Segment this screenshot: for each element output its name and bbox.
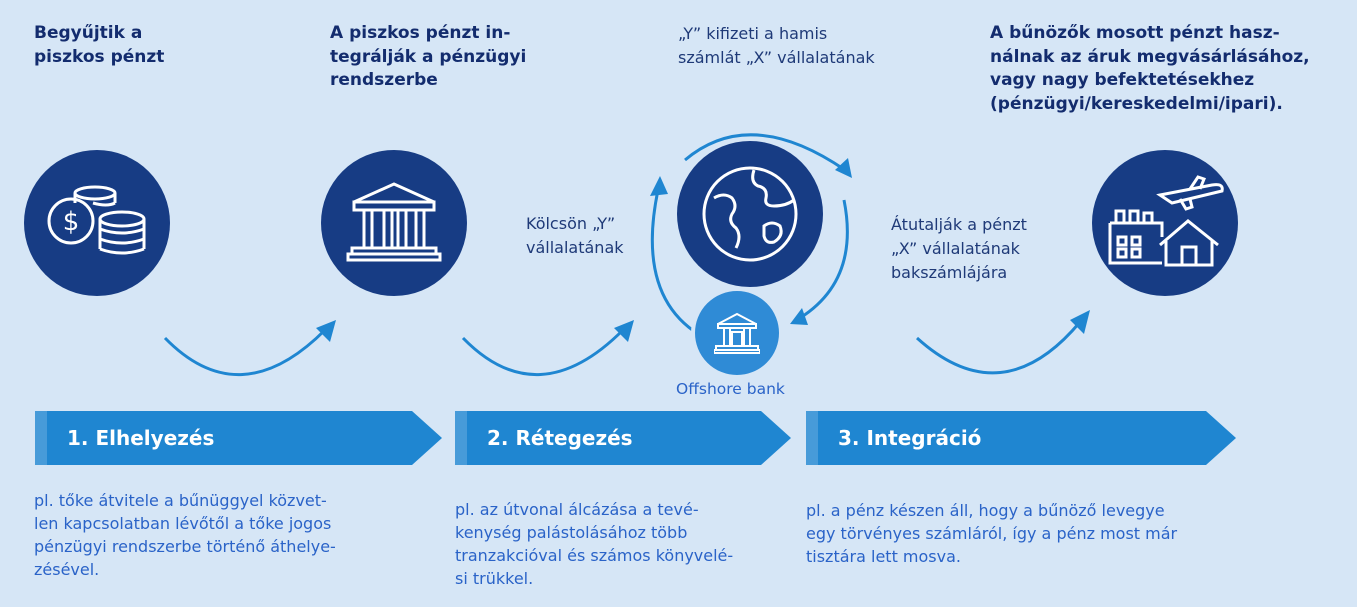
integration-circle xyxy=(1092,150,1238,296)
step2-heading: A piszkos pénzt in- tegrálják a pénzügyi… xyxy=(330,23,527,90)
offshore-bank-icon xyxy=(714,312,760,354)
stage-label: 3. Integráció xyxy=(838,426,982,450)
offshore-bank-circle xyxy=(691,287,783,379)
coins-circle: $ xyxy=(24,150,170,296)
layering-arrow xyxy=(461,320,634,377)
offshore-bank-label: Offshore bank xyxy=(676,380,785,398)
stage-label: 2. Rétegezés xyxy=(487,426,633,450)
globe-circle xyxy=(677,141,823,287)
globe-icon xyxy=(702,166,798,262)
stage-banner-integration: 3. Integráció xyxy=(806,411,1236,465)
transfer-text: Átutalják a pénzt „X” vállalatának baksz… xyxy=(891,215,1027,282)
placement-arrow xyxy=(163,320,336,377)
stage-banner-placement: 1. Elhelyezés xyxy=(35,411,442,465)
loan-text: Kölcsön „Y” vállalatának xyxy=(526,214,624,257)
step3-heading: „Y” kifizeti a hamis számlát „X” vállala… xyxy=(678,24,875,67)
stage-description-placement: pl. tőke átvitele a bűnüggyel közvet- le… xyxy=(34,491,336,579)
integration-arrow xyxy=(915,310,1090,375)
coins-dollar-icon: $ xyxy=(47,185,146,255)
stage-description-layering: pl. az útvonal álcázása a tevé- kenység … xyxy=(455,500,734,588)
svg-text:$: $ xyxy=(63,207,80,237)
factory-plane-house-icon xyxy=(1108,175,1224,267)
bank-circle xyxy=(321,150,467,296)
stage-label: 1. Elhelyezés xyxy=(67,426,215,450)
bank-building-icon xyxy=(346,182,442,262)
step1-heading: Begyűjtik a piszkos pénzt xyxy=(34,23,165,67)
stage-banner-layering: 2. Rétegezés xyxy=(455,411,791,465)
layering-cycle-arrows xyxy=(650,133,852,340)
stage-description-integration: pl. a pénz készen áll, hogy a bűnöző lev… xyxy=(806,501,1178,566)
step4-heading: A bűnözők mosott pénzt hasz- nálnak az á… xyxy=(990,23,1310,114)
